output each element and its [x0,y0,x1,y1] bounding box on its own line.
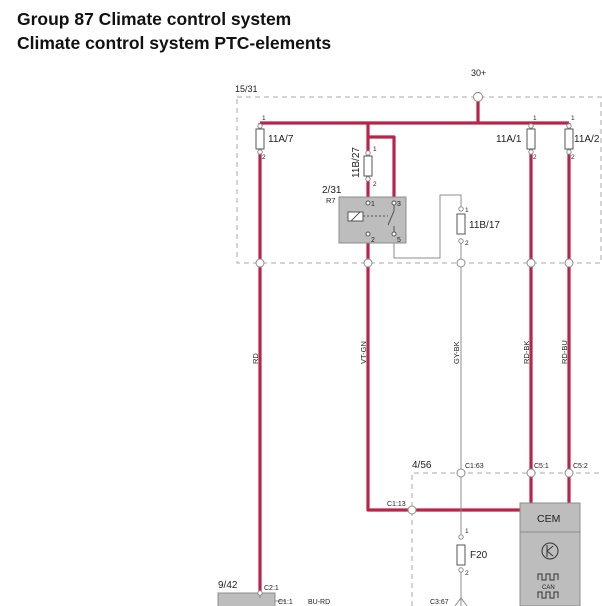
svg-text:R7: R7 [326,196,336,205]
fuse-11A-1: 11A/1 [496,123,536,155]
fuse-11A-7: 11A/7 [255,123,294,155]
svg-text:11A/7: 11A/7 [268,134,294,145]
connector-terminal [257,590,263,596]
fuse-F20: F20 [456,534,488,573]
fuse-box-outline [236,96,602,264]
svg-text:11B/17: 11B/17 [469,220,500,231]
wire-color-bu-rd: BU-RD [308,599,330,606]
svg-text:F20: F20 [470,550,488,561]
bottom-module-label: 9/42 [218,580,238,591]
connector-c1-63: C1:63 [465,463,484,470]
c3-67-arrow-icon [454,597,468,606]
cem-box-label: 4/56 [412,460,432,471]
wire-color-gy-bk: GY-BK [452,341,461,364]
svg-text:CEM: CEM [537,513,560,525]
pin-label: 1 [373,146,377,153]
wire-color-rd: RD [251,353,260,364]
svg-text:CAN: CAN [542,585,555,591]
wire-color-rd-bu: RD-BU [560,340,569,364]
pin-label: 2 [465,240,469,247]
box-terminals [255,258,574,268]
svg-text:11A/2: 11A/2 [574,134,600,145]
svg-text:3: 3 [397,201,401,208]
bottom-module [217,592,276,606]
connector-c3-67: C3:67 [430,599,449,606]
pin-label: 2 [571,154,575,161]
fuse-11A-2: 11A/2 [564,123,600,155]
pin-label: 1 [533,115,537,122]
pin-label: 1 [262,115,266,122]
pin-label: 1 [571,115,575,122]
supply-label: 30+ [471,68,486,78]
page-subtitle: Climate control system PTC-elements [17,33,332,53]
connector-c2-1: C2:1 [264,585,279,592]
svg-text:2: 2 [371,237,375,244]
svg-text:2/31: 2/31 [322,185,342,196]
connector-c1-1: C1:1 [278,599,293,606]
pin-label: 2 [373,181,377,188]
pin-label: 2 [262,154,266,161]
transistor-icon [541,542,559,560]
fuse-11B-17: 11B/17 [456,206,500,244]
cem-terminals [407,468,574,515]
connector-c5-2: C5:2 [573,463,588,470]
pin-label: 2 [465,570,469,577]
pin-label: 1 [465,528,469,535]
can-bus-icon [537,591,559,599]
pin-label: 2 [533,154,537,161]
gray-wires [275,194,462,606]
svg-text:5: 5 [397,237,401,244]
fuse-box-label: 15/31 [235,84,258,94]
svg-text:11B/27: 11B/27 [351,147,362,178]
svg-text:11A/1: 11A/1 [496,134,522,145]
connector-c1-13: C1:13 [387,501,406,508]
supply-terminal [473,92,483,102]
cem-module: CEM CAN [519,502,581,606]
can-bus-icon [537,573,559,581]
connector-c5-1: C5:1 [534,463,549,470]
page-title: Group 87 Climate control system [17,9,292,29]
wire-color-rd-bk: RD-BK [522,341,531,364]
fuse-11B-27: 11B/27 [351,147,373,182]
wire-color-vt-gn: VT-GN [359,341,368,364]
svg-text:1: 1 [371,201,375,208]
relay-r7: 2/31 R7 1 2 3 5 [322,185,407,244]
pin-label: 1 [465,207,469,214]
